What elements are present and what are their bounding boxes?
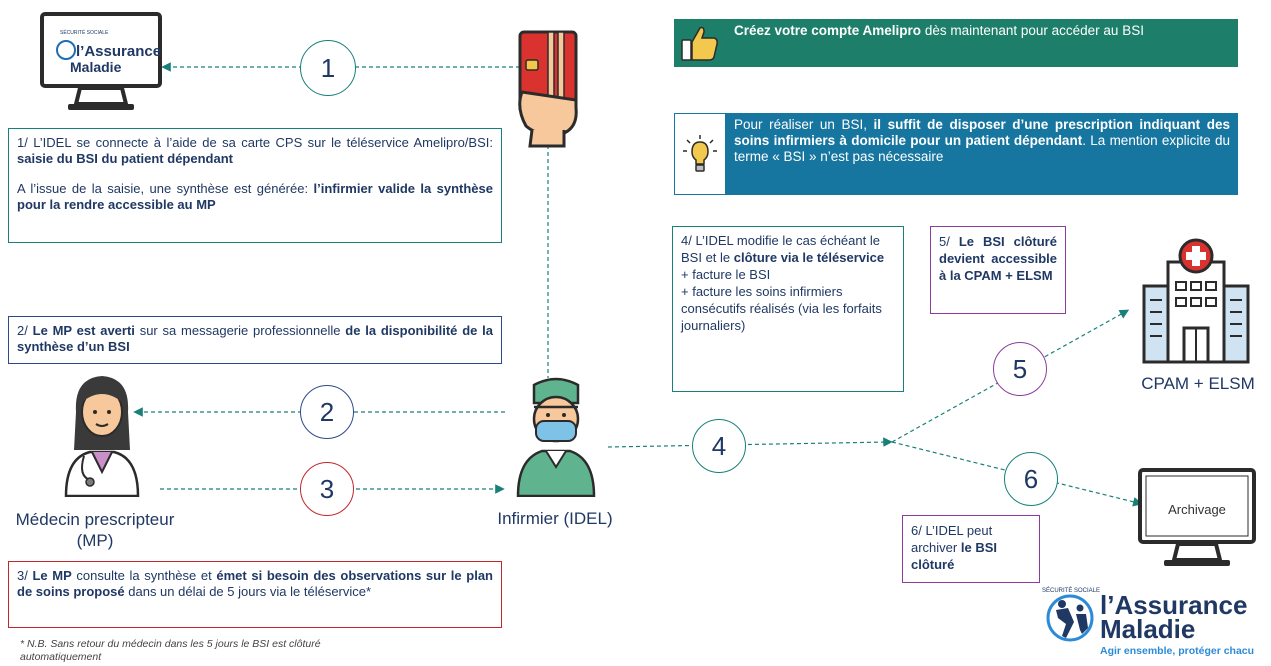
step-1-description: 1/ L’IDEL se connecte à l’aide de sa car… [8, 128, 502, 243]
amelipro-banner-text: dès maintenant pour accéder au BSI [921, 23, 1144, 38]
step-4-circle: 4 [692, 419, 746, 473]
amelipro-banner: Créez votre compte Amelipro dès maintena… [726, 19, 1238, 67]
box3-text-a: 3/ [17, 568, 33, 583]
box2-text-b: Le MP est averti [32, 323, 135, 338]
box1-text-b: saisie du BSI du patient dépendant [17, 151, 233, 166]
footnote-text: * N.B. Sans retour du médecin dans les 5… [20, 638, 321, 663]
logo-line1: l’Assurance [1100, 590, 1247, 620]
monitor-logo-line2: Maladie [70, 59, 122, 75]
doctor-icon [64, 376, 140, 497]
box3-text-e: dans un délai de 5 jours via le téléserv… [124, 584, 372, 599]
logo-arc-text: SÉCURITÉ SOCIALE [1042, 587, 1100, 594]
step-1-circle: 1 [300, 40, 356, 96]
bsi-info-text-a: Pour réaliser un BSI, [734, 117, 874, 132]
step-2-number: 2 [319, 396, 335, 427]
box3-text-b: Le MP [32, 568, 72, 583]
step-6-number: 6 [1023, 463, 1039, 494]
box5-text-b: Le BSI clôturé devient accessible à la C… [939, 234, 1057, 283]
cpam-label-text: CPAM + ELSM [1141, 374, 1255, 393]
box1-text-a: 1/ L’IDEL se connecte à l’aide de sa car… [17, 135, 493, 150]
thumbs-up-badge [674, 19, 726, 67]
hospital-icon [1142, 238, 1250, 364]
footnote: * N.B. Sans retour du médecin dans les 5… [20, 638, 350, 664]
box4-text-c: + facture le BSI [681, 267, 771, 282]
step-2-description: 2/ Le MP est averti sur sa messagerie pr… [8, 316, 502, 364]
step-3-circle: 3 [300, 462, 354, 516]
bsi-info-banner: Pour réaliser un BSI, il suffit de dispo… [726, 113, 1238, 195]
thumbs-up-icon [681, 26, 718, 61]
monitor-amelipro-icon: SÉCURITÉ SOCIALE l’Assurance Maladie [40, 12, 162, 110]
cpam-label: CPAM + ELSM [1125, 374, 1271, 394]
bsi-info-text-c: . La mention explicite du terme « BSI » … [734, 133, 1230, 164]
step-5-description: 5/ Le BSI clôturé devient accessible à l… [930, 226, 1066, 314]
arrow-4 [607, 437, 893, 448]
step-4-number: 4 [711, 430, 727, 461]
archive-label: Archivage [1168, 502, 1226, 517]
step-5-circle: 5 [993, 342, 1047, 396]
step-1-number: 1 [320, 52, 336, 83]
cps-card-hand-icon [518, 30, 578, 148]
assurance-maladie-logo: SÉCURITÉ SOCIALE l’Assurance Maladie Agi… [1042, 587, 1254, 657]
archive-monitor-icon: Archivage [1138, 468, 1256, 566]
lightbulb-icon [683, 135, 717, 172]
bsi-info-text-b: il suffit de disposer d’une prescription… [734, 117, 1230, 148]
box1-text-d: l’infirmier valide la synthèse pour la r… [17, 181, 493, 212]
step-4-description: 4/ L’IDEL modifie le cas échéant le BSI … [672, 226, 904, 392]
doctor-label-text: Médecin prescripteur (MP) [15, 510, 175, 550]
box2-text-d: de la disponibilité de la synthèse d’un … [17, 323, 493, 354]
doctor-label: Médecin prescripteur (MP) [0, 509, 190, 551]
box2-text-a: 2/ [17, 323, 33, 338]
monitor-logo-line1: l’Assurance [76, 43, 161, 60]
nurse-label-text: Infirmier (IDEL) [497, 509, 613, 528]
box6-text-a: 6/ L’IDEL peut archiver [911, 523, 993, 555]
monitor-logo-arc-text: SÉCURITÉ SOCIALE [60, 29, 109, 36]
box3-text-d: émet si besoin des observations sur le p… [17, 568, 493, 599]
step-6-description: 6/ L’IDEL peut archiver le BSI clôturé [902, 515, 1040, 583]
box2-text-c: sur sa messagerie professionnelle [134, 323, 346, 338]
box4-text-a: 4/ L’IDEL modifie le cas échéant le BSI … [681, 233, 880, 265]
box4-text-d: + facture les soins infirmiers consécuti… [681, 284, 882, 333]
box3-text-c: consulte la synthèse et [71, 568, 217, 583]
step-3-description: 3/ Le MP consulte la synthèse et émet si… [8, 561, 502, 628]
box5-text-a: 5/ [939, 234, 959, 249]
logo-line2: Maladie [1100, 614, 1195, 644]
box1-text-c: A l’issue de la saisie, une synthèse est… [17, 181, 314, 196]
step-3-number: 3 [319, 473, 335, 504]
step-5-number: 5 [1012, 353, 1028, 384]
lightbulb-badge [674, 113, 726, 195]
box6-text-b: le BSI clôturé [911, 540, 997, 572]
nurse-label: Infirmier (IDEL) [470, 509, 640, 529]
step-2-circle: 2 [300, 385, 354, 439]
step-6-circle: 6 [1004, 452, 1058, 506]
amelipro-banner-bold: Créez votre compte Amelipro [734, 23, 922, 38]
logo-tagline: Agir ensemble, protéger chacu [1100, 645, 1254, 657]
box4-text-b: clôture via le téléservice [733, 250, 885, 265]
nurse-icon [516, 377, 596, 497]
